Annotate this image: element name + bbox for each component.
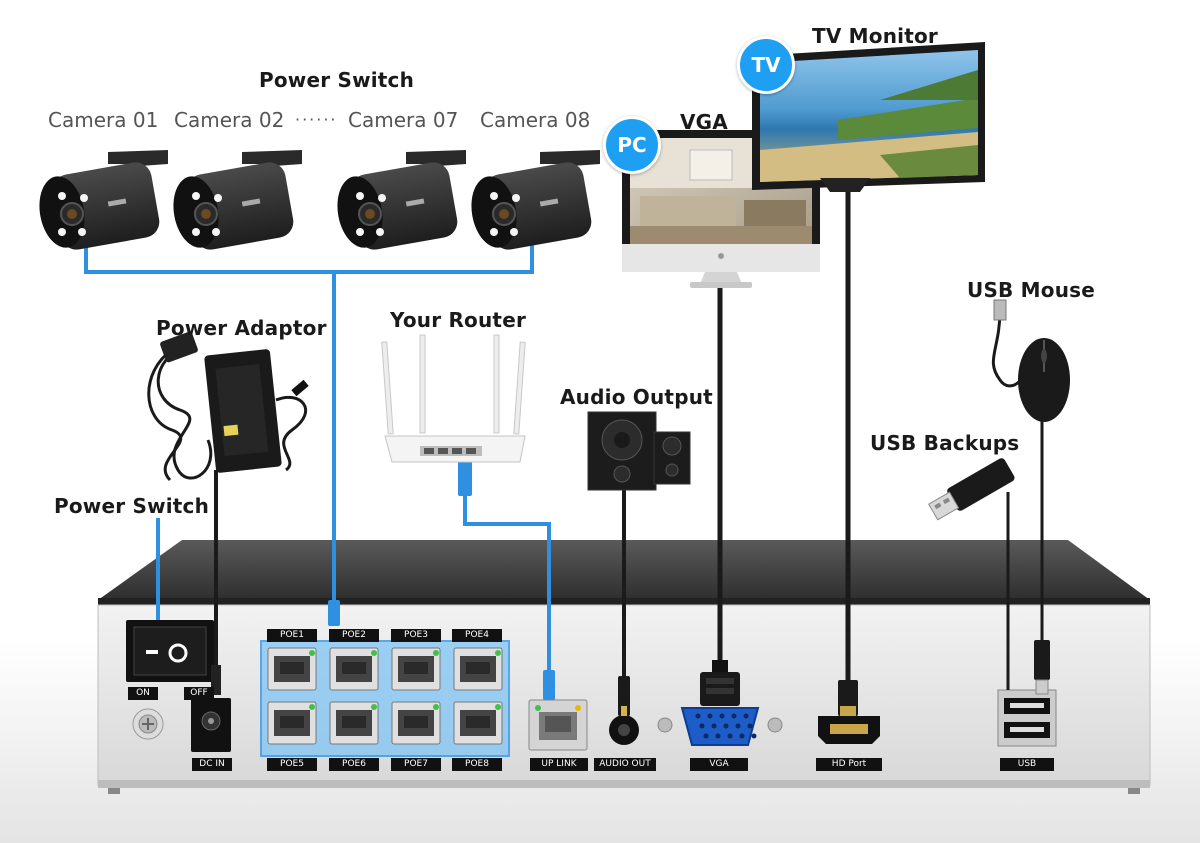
poe-port-grid[interactable] [267, 647, 503, 745]
bullet-camera-2 [173, 150, 302, 250]
camera-bus-cable [84, 245, 534, 274]
poe7-label: POE7 [391, 758, 441, 771]
uplink-port[interactable] [528, 699, 588, 751]
bullet-camera-4 [471, 150, 600, 250]
hdmi-port[interactable] [818, 716, 880, 744]
router-plug [458, 460, 472, 496]
usb-backups-label: USB Backups [870, 431, 1020, 455]
camera-08-label: Camera 08 [480, 108, 591, 132]
poe6-label: POE6 [329, 758, 379, 771]
camera-07-label: Camera 07 [348, 108, 459, 132]
audio-output-label: Audio Output [560, 385, 713, 409]
camera-02-label: Camera 02 [174, 108, 285, 132]
power-switch-side-label: Power Switch [54, 494, 210, 518]
audio-out-label: AUDIO OUT [594, 758, 656, 771]
poe8-label: POE8 [452, 758, 502, 771]
router-device [381, 334, 526, 463]
pc-badge: PC [603, 116, 661, 174]
usb-port-label: USB [1000, 758, 1054, 771]
your-router-label: Your Router [390, 308, 527, 332]
dc-in-socket[interactable] [191, 698, 231, 752]
bullet-camera-3 [337, 150, 466, 250]
camera-group [39, 150, 600, 250]
camera-01-label: Camera 01 [48, 108, 159, 132]
vga-label: VGA [680, 110, 728, 134]
hd-port-label: HD Port [816, 758, 882, 771]
poe2-label: POE2 [329, 629, 379, 642]
usb-ports[interactable] [997, 689, 1057, 747]
camera-ellipsis: ······ [295, 110, 338, 129]
router-uplink-cable [463, 492, 551, 676]
dc-plug [211, 665, 221, 695]
usb-stick-device [928, 458, 1015, 521]
audio-out-jack[interactable] [609, 715, 639, 745]
poe5-label: POE5 [267, 758, 317, 771]
poe3-label: POE3 [391, 629, 441, 642]
tv-monitor-device [752, 42, 985, 192]
tv-badge: TV [737, 36, 795, 94]
on-label: ON [128, 687, 158, 700]
poe4-label: POE4 [452, 629, 502, 642]
power-switch-top-label: Power Switch [259, 68, 415, 92]
power-adaptor-label: Power Adaptor [156, 316, 327, 340]
ground-screw-icon [132, 708, 164, 740]
power-adaptor-device [147, 331, 309, 482]
uplink-label: UP LINK [530, 758, 588, 771]
poe-plug [328, 600, 340, 626]
speakers-device [587, 411, 691, 491]
usb-mouse-device [991, 299, 1070, 422]
power-rocker-switch[interactable] [126, 620, 214, 682]
bullet-camera-1 [39, 150, 168, 250]
tv-monitor-label: TV Monitor [812, 24, 938, 48]
off-label: OFF [184, 687, 214, 700]
uplink-plug [543, 670, 555, 700]
usb-mouse-label: USB Mouse [967, 278, 1096, 302]
vga-port-label: VGA [690, 758, 748, 771]
vga-port[interactable] [657, 707, 783, 746]
poe1-label: POE1 [267, 629, 317, 642]
dc-in-label: DC IN [192, 758, 232, 771]
